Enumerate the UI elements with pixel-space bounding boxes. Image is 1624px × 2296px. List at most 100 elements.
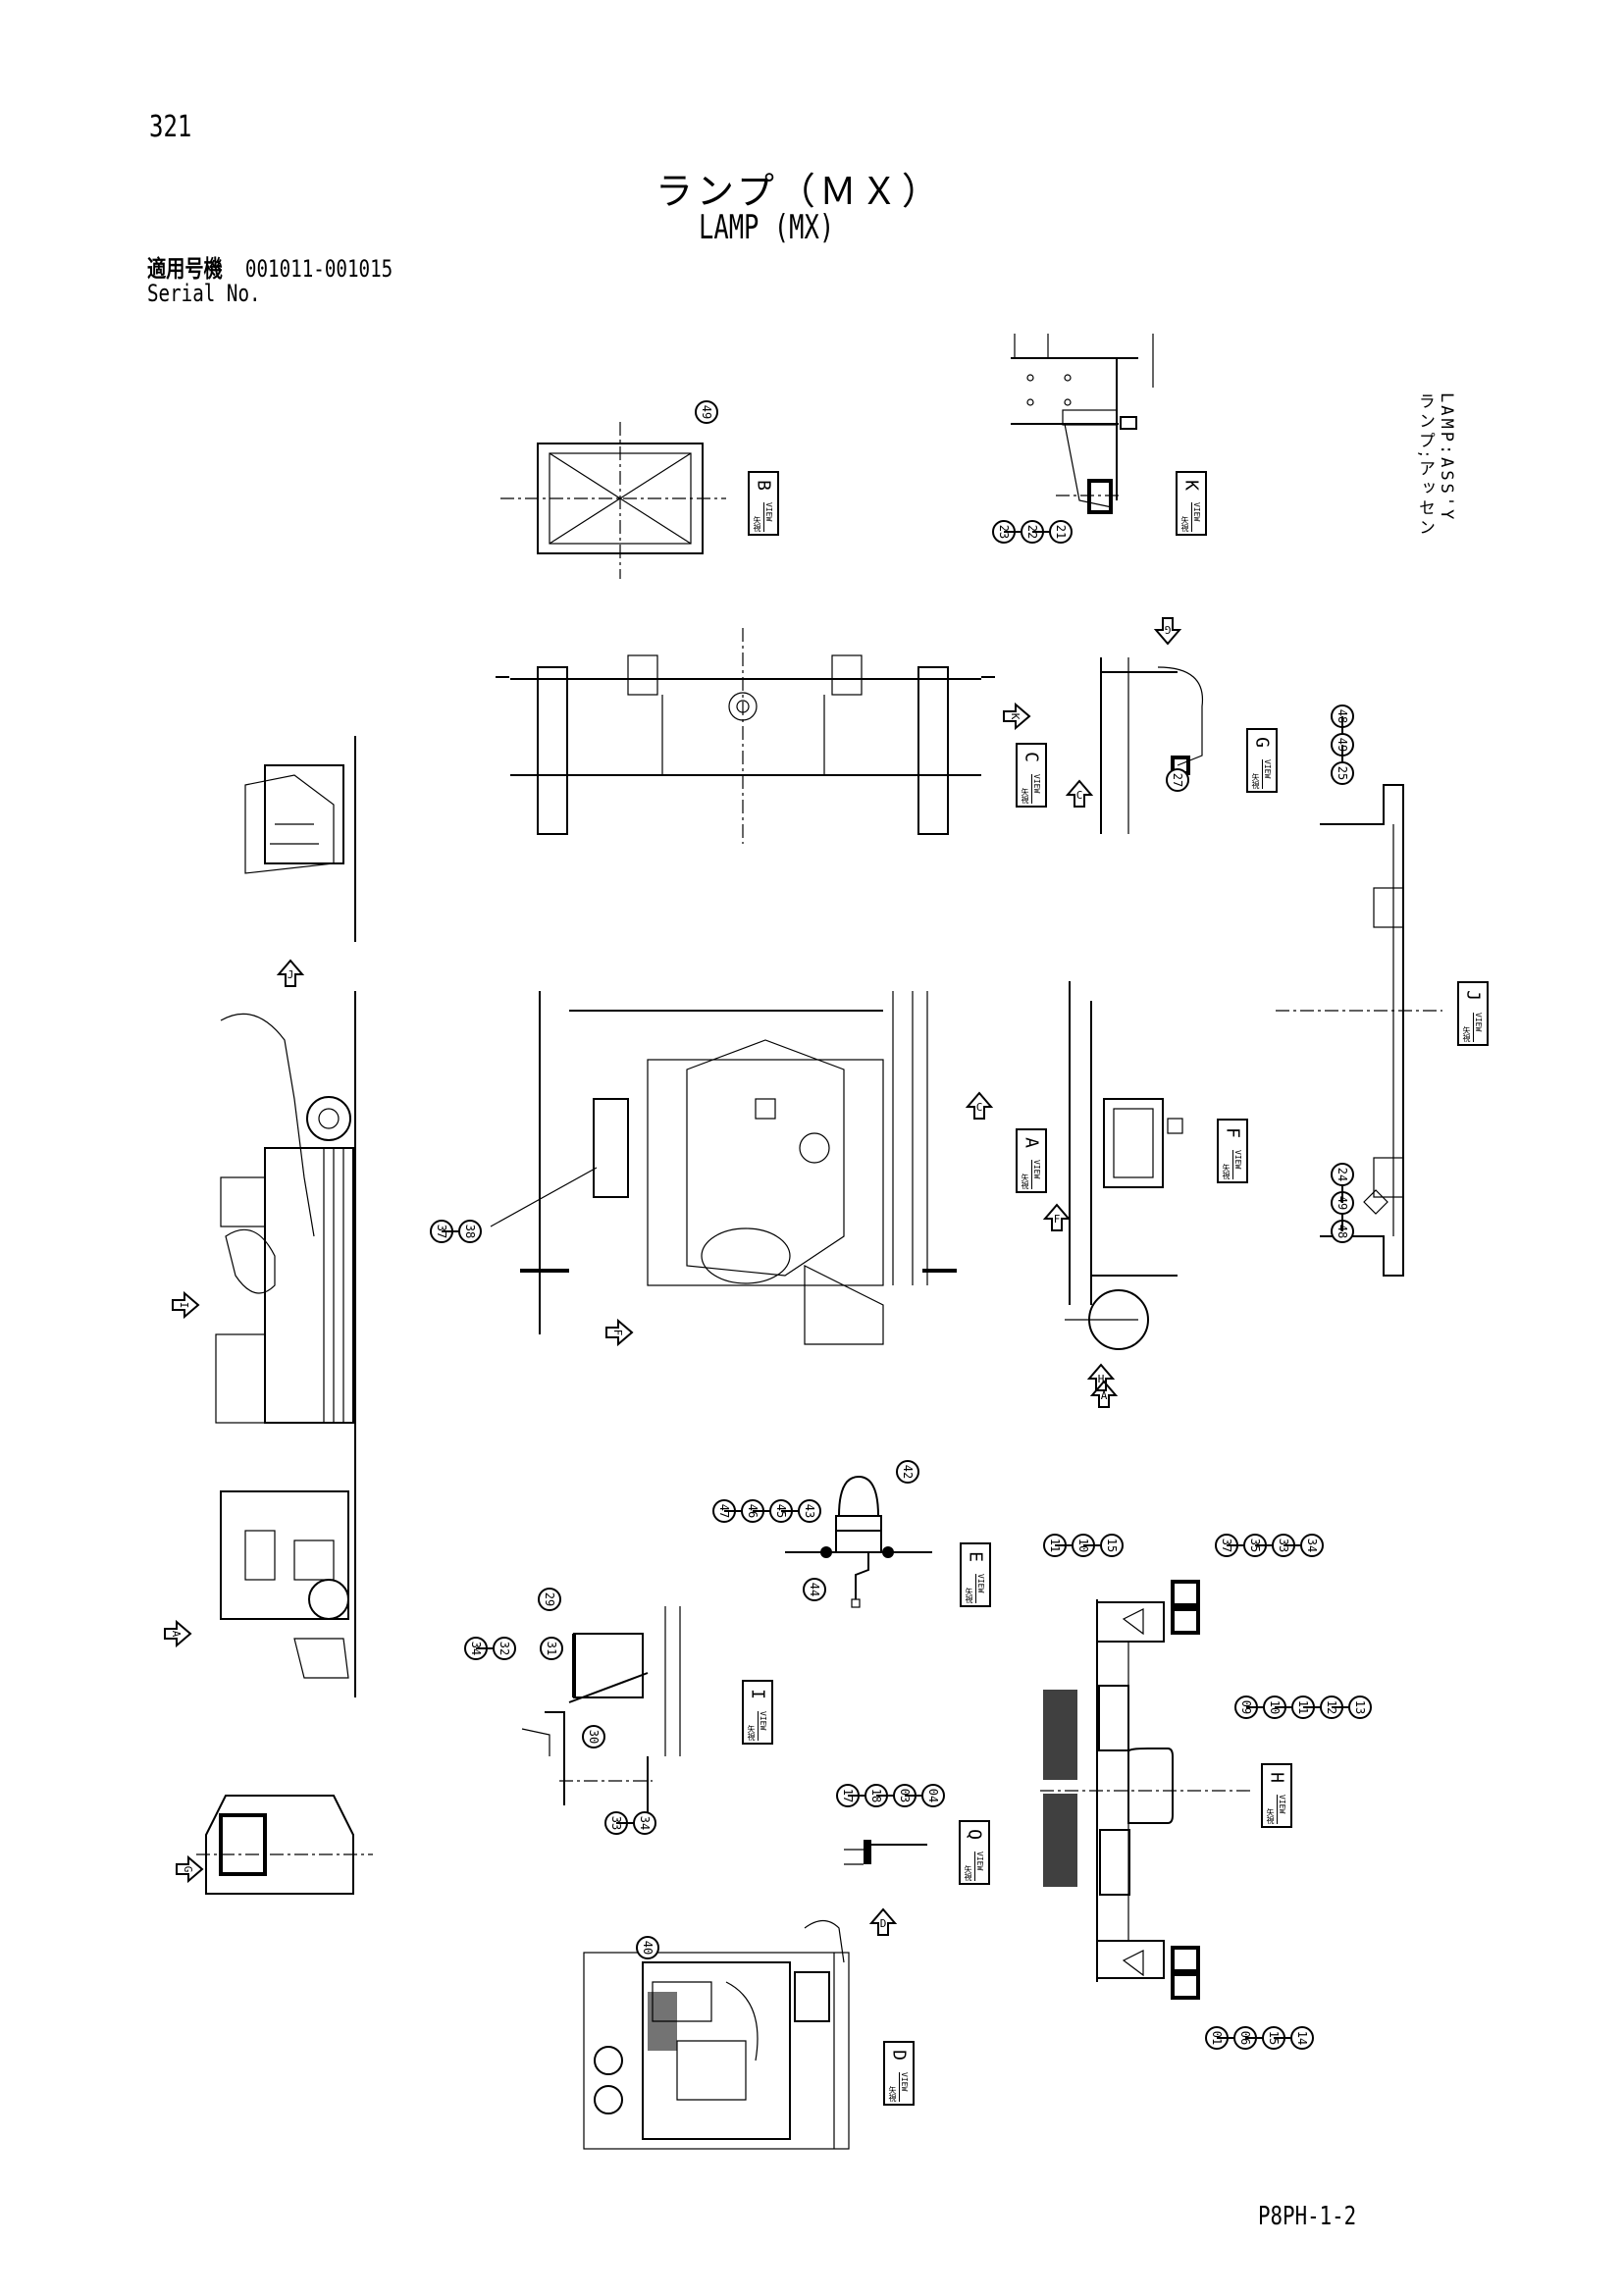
view-g-drawing: [1100, 657, 1204, 834]
view-word: VIEW: [1473, 1013, 1483, 1042]
callout-group-i-mid: 31: [540, 1637, 563, 1660]
callout-circle: [1049, 520, 1073, 544]
view-arrow-g: G: [176, 1854, 204, 1884]
arrow-icon: [276, 959, 305, 987]
view-word-jp: 矢視: [888, 2086, 897, 2102]
page-title-japanese: ランプ（ＭＸ）: [655, 170, 943, 213]
view-word: VIEW: [975, 1574, 985, 1603]
callout-group-i-low: 30: [582, 1725, 605, 1748]
view-arrow-a: A: [164, 1619, 192, 1648]
callout-circle: [1331, 761, 1354, 785]
assembly-label: ランプ;アッセン LAMP:ASS'Y: [1413, 392, 1472, 589]
view-d-drawing: [583, 1919, 850, 2150]
callout-number: 13: [1353, 1700, 1367, 1714]
view-arrow-c: C: [965, 1091, 994, 1120]
view-word: VIEW: [974, 1852, 984, 1881]
arrow-letter: G: [1165, 623, 1172, 636]
view-word-jp: 矢視: [1266, 1808, 1275, 1824]
arrow-letter: C: [976, 1101, 983, 1114]
callout-number: 15: [1105, 1539, 1119, 1552]
view-letter: J: [1462, 990, 1484, 1001]
arrow-icon: [176, 1854, 204, 1884]
view-letter: H: [1266, 1772, 1287, 1783]
view-letter: A: [1021, 1137, 1042, 1148]
callout-group-d: 40: [636, 1936, 659, 1959]
view-arrow-f: F: [1042, 1203, 1072, 1231]
arrow-letter: H: [1098, 1373, 1105, 1385]
callout-circle: [798, 1499, 821, 1523]
view-word-jp: 矢視: [964, 1865, 972, 1881]
callout-circle: [896, 1460, 919, 1484]
callout-number: 49: [700, 405, 713, 419]
page-number: 321: [149, 110, 192, 144]
view-k-drawing: [1011, 334, 1154, 514]
view-word-jp: 矢視: [1251, 773, 1260, 789]
arrow-letter: I: [178, 1302, 190, 1309]
arrow-letter: K: [1009, 713, 1022, 720]
view-word: VIEW: [1277, 1795, 1286, 1824]
arrow-letter: G: [182, 1866, 194, 1873]
page-title-english: LAMP (MX): [699, 208, 835, 247]
view-word-jp: 矢視: [965, 1588, 973, 1603]
callout-group-i-top: 29: [538, 1588, 561, 1611]
callout-number: 27: [1171, 773, 1184, 787]
arrow-icon: [1065, 779, 1094, 808]
view-word: VIEW: [1031, 1160, 1041, 1189]
view-word: VIEW: [1232, 1150, 1242, 1179]
radiator-grille: [1043, 1690, 1077, 1887]
view-a-drawing: [490, 991, 957, 1345]
callout-number: 25: [1336, 766, 1349, 780]
callout-number: 04: [926, 1789, 940, 1802]
arrow-letter: J: [288, 968, 294, 981]
view-letter: D: [888, 2050, 910, 2061]
callout-circle: [921, 1784, 945, 1807]
serial-label-japanese: 適用号機: [147, 255, 223, 283]
view-letter: C: [1021, 752, 1042, 762]
arrow-icon: [965, 1091, 994, 1120]
callout-circle: [493, 1637, 516, 1660]
view-e-drawing: [785, 1475, 932, 1608]
view-arrow-j: J: [276, 959, 305, 987]
view-word: VIEW: [1031, 774, 1041, 804]
arrow-icon: [1153, 617, 1182, 646]
callout-circle: [803, 1578, 826, 1601]
callout-circle: [1290, 2026, 1314, 2050]
callout-circle: [1348, 1696, 1372, 1719]
serial-number-block: 適用号機 001011-001015 Serial No.: [147, 257, 393, 306]
callout-circle: [582, 1725, 605, 1748]
view-arrow-h: H: [1086, 1363, 1116, 1391]
view-word-jp: 矢視: [1180, 516, 1189, 532]
serial-range: 001011-001015: [244, 255, 393, 283]
callout-number: 42: [901, 1465, 915, 1479]
view-word: VIEW: [1262, 759, 1272, 789]
view-word-jp: 矢視: [1021, 788, 1029, 804]
view-f-drawing: [1065, 981, 1183, 1350]
callout-group-b: 49: [695, 400, 718, 424]
callout-number: 43: [803, 1504, 816, 1518]
view-letter: E: [965, 1551, 986, 1562]
view-q-drawing: [844, 1840, 927, 1865]
arrow-letter: A: [170, 1631, 183, 1638]
callout-number: 40: [641, 1941, 655, 1955]
view-word: VIEW: [763, 502, 773, 532]
callout-circle: [1100, 1534, 1124, 1557]
callout-number: 34: [1305, 1539, 1319, 1552]
view-letter: Q: [964, 1829, 985, 1840]
